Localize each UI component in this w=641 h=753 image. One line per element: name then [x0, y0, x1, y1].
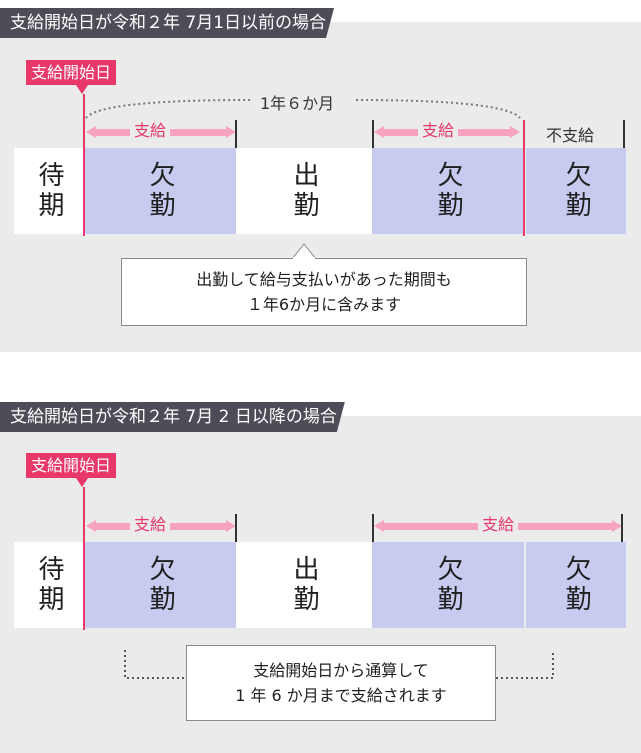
section1-pay-arrow-1: 支給 [86, 121, 236, 141]
section2-note-line-2: 1 年 6 か月まで支給されます [235, 686, 447, 705]
section2-cell-absent-2: 欠勤 [372, 542, 524, 628]
section2-start-badge: 支給開始日 [26, 453, 117, 478]
section1-title: 支給開始日が令和２年 7月1日以前の場合 [0, 8, 334, 38]
section2-pay-label-2: 支給 [478, 515, 519, 535]
section1-cell-absent-1: 欠勤 [84, 148, 236, 234]
arrow-left-icon [86, 520, 96, 532]
section1-cell-absent-2: 欠勤 [372, 148, 524, 234]
section2-pay-label-1: 支給 [130, 515, 171, 535]
section1-tick [372, 120, 374, 148]
section1-pay-label-2: 支給 [418, 121, 459, 141]
section2-badge-tip [76, 478, 88, 487]
section1-note-line-1: 出勤して給与支払いがあった期間も [196, 270, 452, 289]
section1-note-line-2: １年6か月に含みます [246, 295, 402, 314]
section1-pay-label-1: 支給 [130, 121, 171, 141]
section2-cell-worked: 出勤 [236, 542, 372, 628]
arrow-right-icon [226, 126, 236, 138]
section1-note: 出勤して給与支払いがあった期間も １年6か月に含みます [121, 258, 527, 326]
section1-badge-tip [76, 85, 88, 94]
section2-cell-absent-1: 欠勤 [84, 542, 236, 628]
section2-cell-waiting: 待期 [14, 542, 84, 628]
section2-title: 支給開始日が令和２年 7月 2 日以降の場合 [0, 402, 345, 432]
section1-tick [623, 120, 625, 148]
section2-pay-arrow-1: 支給 [86, 515, 236, 535]
arrow-left-icon [86, 126, 96, 138]
section2-note: 支給開始日から通算して 1 年 6 か月まで支給されます [186, 645, 496, 721]
arrow-right-icon [612, 520, 622, 532]
arrow-left-icon [374, 126, 384, 138]
section1-cell-worked: 出勤 [236, 148, 372, 234]
section1-period-label: 1年６か月 [260, 94, 335, 113]
section1-pay-arrow-2: 支給 [374, 121, 520, 141]
section2-note-line-1: 支給開始日から通算して [253, 661, 429, 680]
section2-tick [235, 514, 237, 542]
section1-cell-absent-3: 欠勤 [526, 148, 626, 234]
section2-start-line [83, 487, 85, 630]
section1-not-paid-label: 不支給 [546, 126, 595, 145]
section1-cell-waiting: 待期 [14, 148, 84, 234]
section1-start-badge: 支給開始日 [26, 60, 117, 85]
section1-start-line [83, 94, 85, 236]
section2-tick [621, 514, 623, 542]
section1-tick [235, 120, 237, 148]
section2-tick [372, 514, 374, 542]
section2-pay-arrow-2: 支給 [374, 515, 622, 535]
section1-end-line [523, 120, 525, 236]
arrow-right-icon [510, 126, 520, 138]
arrow-right-icon [226, 520, 236, 532]
arrow-left-icon [374, 520, 384, 532]
section1-period-arc [85, 99, 521, 119]
section2-cell-absent-3: 欠勤 [526, 542, 626, 628]
